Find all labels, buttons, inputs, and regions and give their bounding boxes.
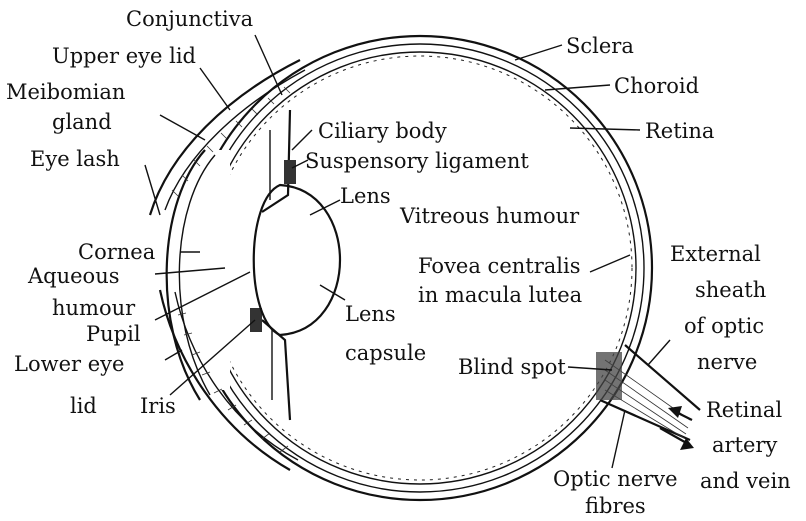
label-meibomian-gland-line2: gland <box>52 109 112 135</box>
label-retinal-artery-vein-line1: Retinal <box>706 397 782 423</box>
label-sclera: Sclera <box>566 33 634 59</box>
ciliary-lower <box>250 308 290 420</box>
label-lens-capsule-line1: Lens <box>345 301 396 327</box>
label-external-sheath-line1: External <box>670 241 761 267</box>
label-vitreous-humour: Vitreous humour <box>400 203 579 229</box>
label-retina: Retina <box>645 118 714 144</box>
label-ciliary-body: Ciliary body <box>318 118 447 144</box>
label-meibomian-gland-line1: Meibomian <box>6 79 125 105</box>
label-fovea-centralis-line1: Fovea centralis <box>418 253 580 279</box>
label-eye-lash: Eye lash <box>30 146 120 172</box>
label-conjunctiva: Conjunctiva <box>126 6 253 32</box>
label-aqueous-humour-line2: humour <box>52 295 135 321</box>
label-optic-nerve-fibres-line2: fibres <box>585 493 646 519</box>
label-retinal-artery-vein-line2: artery <box>712 432 777 458</box>
label-external-sheath-line4: nerve <box>697 349 757 375</box>
label-choroid: Choroid <box>614 73 699 99</box>
label-suspensory-ligament: Suspensory ligament <box>305 148 529 174</box>
label-upper-eye-lid: Upper eye lid <box>52 43 196 69</box>
label-fovea-centralis-line2: in macula lutea <box>418 282 582 308</box>
label-lens-capsule-line2: capsule <box>345 340 426 366</box>
label-lens: Lens <box>340 183 391 209</box>
label-lower-eye-lid-line2: lid <box>70 393 97 419</box>
label-blind-spot: Blind spot <box>458 354 566 380</box>
label-lower-eye-lid-line1: Lower eye <box>14 351 124 377</box>
label-optic-nerve-fibres-line1: Optic nerve <box>553 466 678 492</box>
label-aqueous-humour-line1: Aqueous <box>28 263 120 289</box>
label-cornea: Cornea <box>78 239 155 265</box>
label-iris: Iris <box>140 393 176 419</box>
label-external-sheath-line3: of optic <box>684 313 764 339</box>
label-pupil: Pupil <box>86 321 141 347</box>
label-external-sheath-line2: sheath <box>695 277 766 303</box>
label-retinal-artery-vein-line3: and vein <box>700 468 791 494</box>
lens-shape <box>254 185 340 335</box>
optic-nerve <box>596 345 700 440</box>
